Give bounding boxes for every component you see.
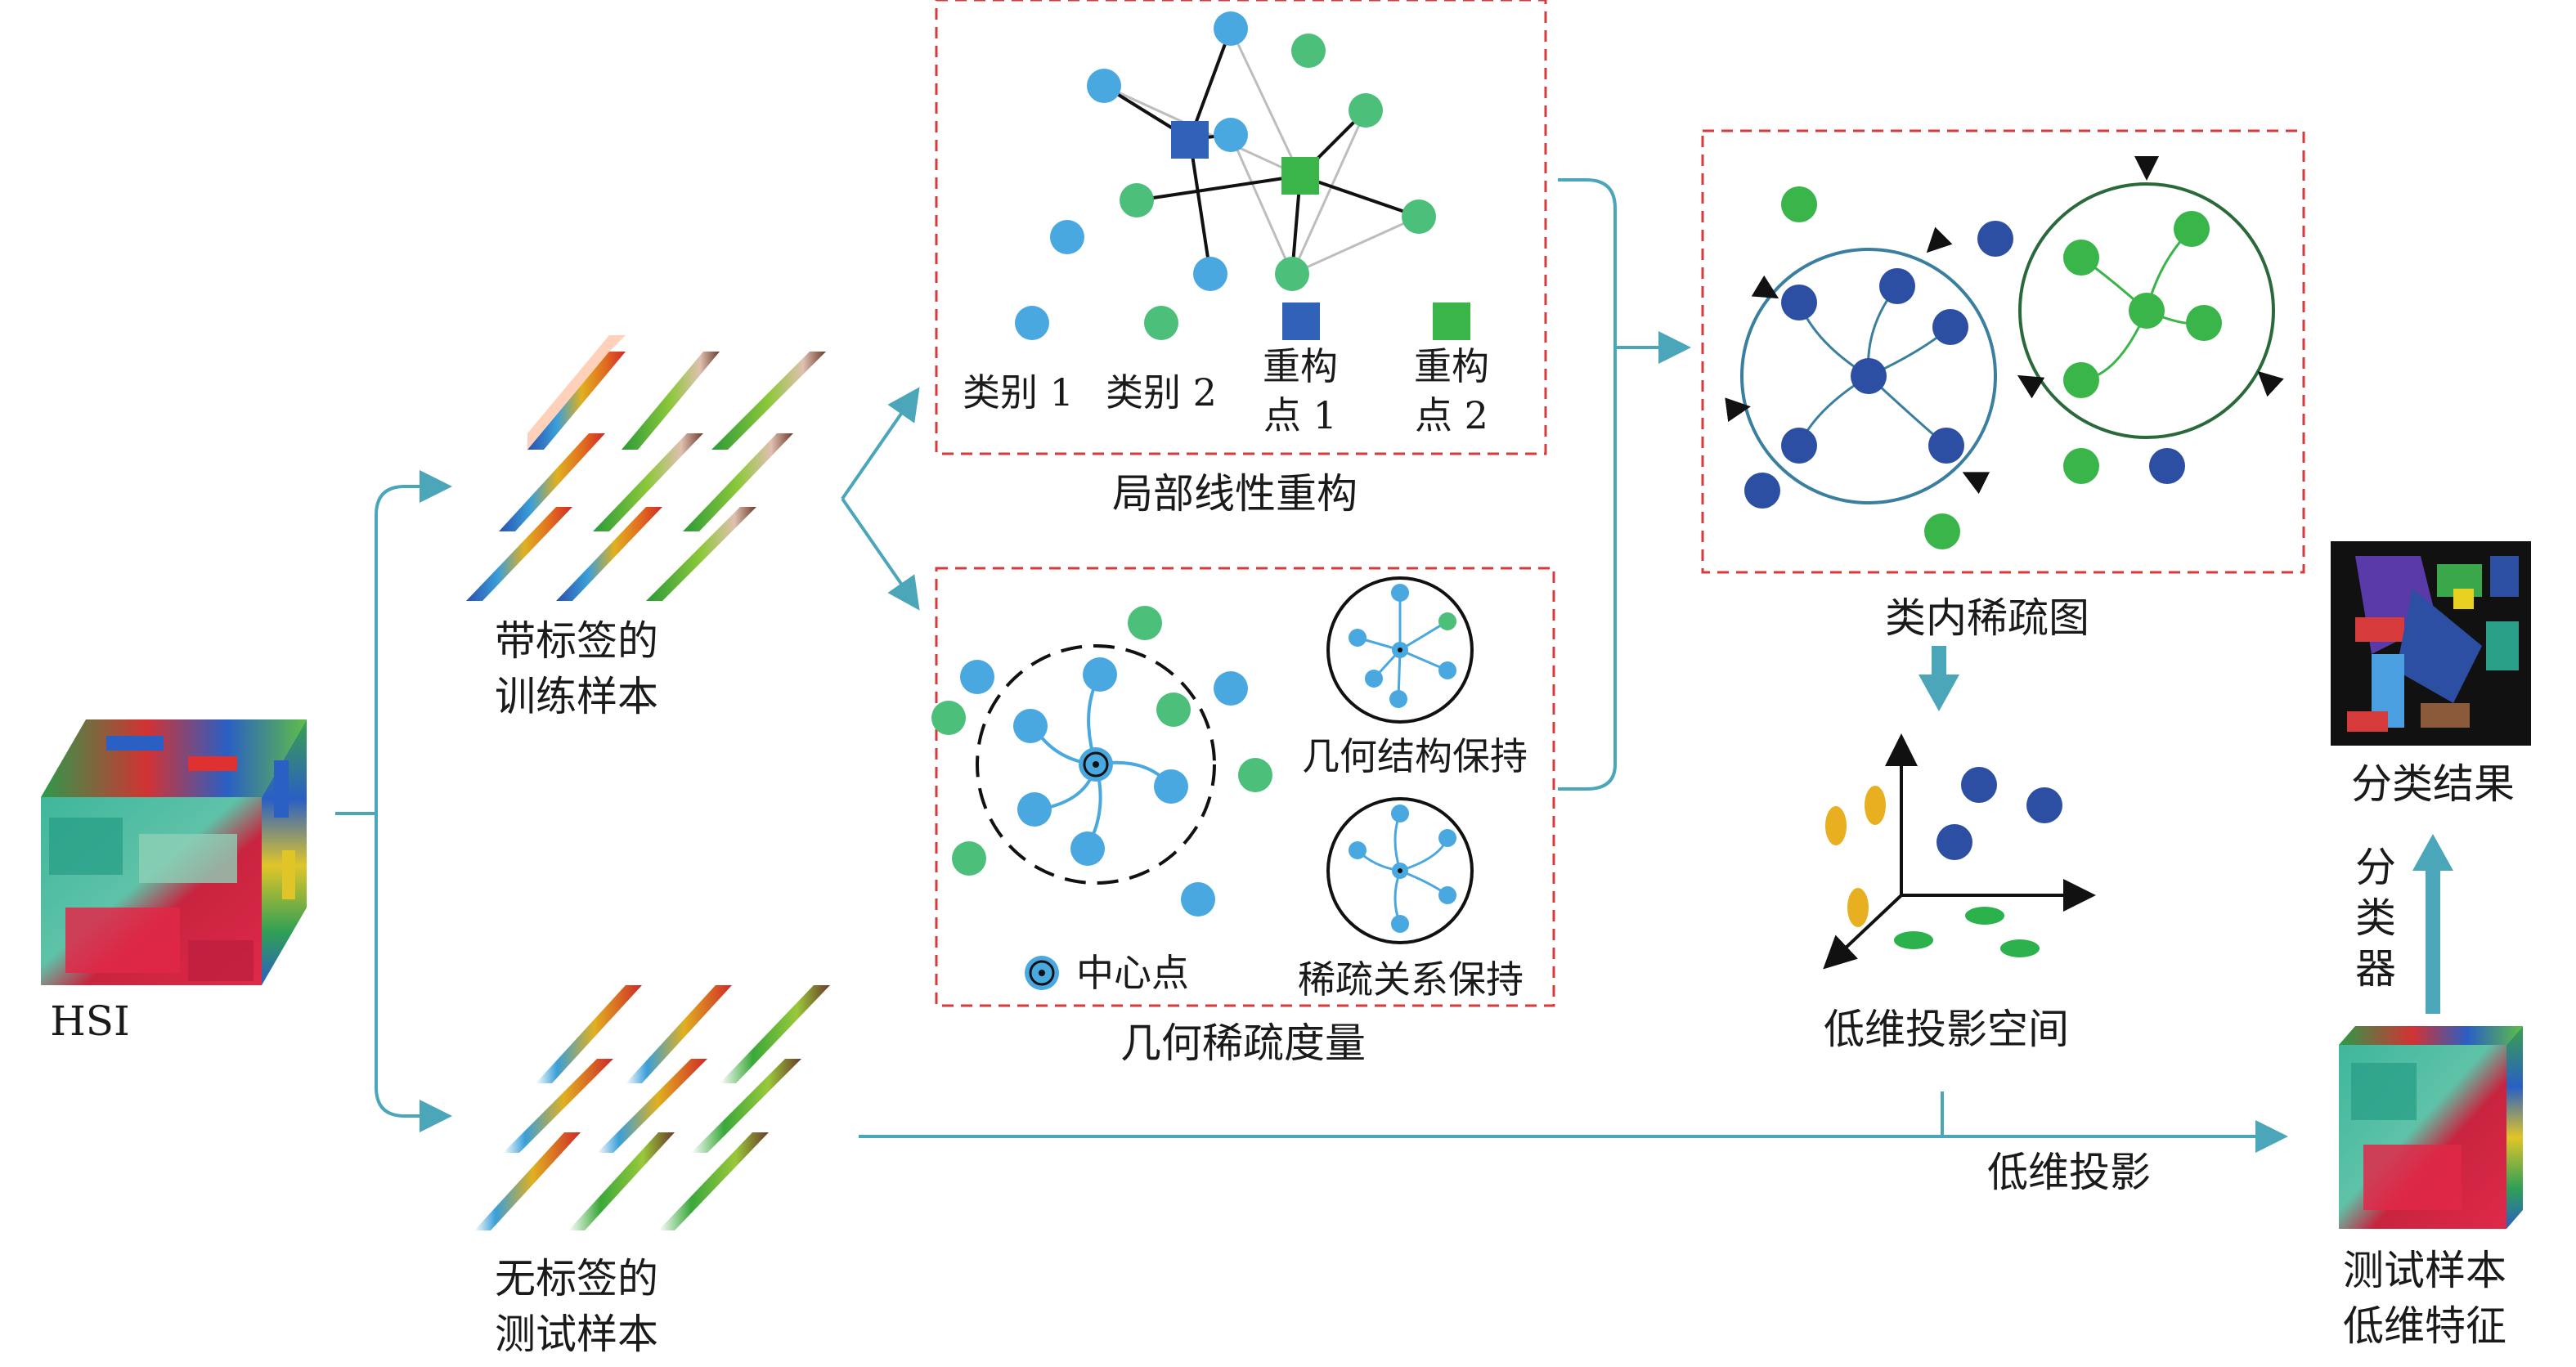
class-1-point xyxy=(1087,69,1121,103)
local-linear-reconstruction-box xyxy=(935,0,1547,455)
intra-class-sparse-graph-box xyxy=(1701,129,2305,574)
hsi-label: HSI xyxy=(50,997,130,1045)
intra-class-sparse-graph-label: 类内稀疏图 xyxy=(1885,594,2089,642)
class-1-point xyxy=(1050,220,1084,254)
class-2-point xyxy=(1402,199,1436,234)
hsi-split-connector xyxy=(335,470,452,1132)
low-dim-projection-label: 低维投影 xyxy=(1987,1149,2151,1196)
labeled-samples-label: 带标签的 训练样本 xyxy=(466,613,687,724)
geometry-preservation-label: 几何结构保持 xyxy=(1302,734,1528,778)
feature-cube-icon xyxy=(2339,1026,2523,1229)
classifier-line-2: 类 xyxy=(2355,894,2396,942)
spectral-vector-icon xyxy=(527,335,626,450)
spectral-vector-icon xyxy=(466,507,572,601)
spectral-vector-icon xyxy=(556,507,662,601)
class-2-point xyxy=(1275,257,1309,291)
center-point-icon xyxy=(1029,960,1055,986)
legend-recon-2-square xyxy=(1433,303,1470,340)
classification-map-icon xyxy=(2331,541,2531,746)
merge-connector xyxy=(1558,178,1691,791)
spectral-vector-icon xyxy=(683,433,793,531)
test-low-dim-features-line-1: 测试样本 xyxy=(2343,1247,2506,1294)
unlabeled-samples-label: 无标签的 测试样本 xyxy=(466,1251,687,1362)
test-low-dim-features-line-2: 低维特征 xyxy=(2343,1302,2506,1350)
geometric-sparsity-box xyxy=(931,567,1555,1007)
labeled-samples-line-2: 训练样本 xyxy=(495,673,658,720)
class-2-point xyxy=(1291,34,1326,68)
test-low-dim-features-label: 测试样本 低维特征 xyxy=(2314,1243,2535,1354)
labeled-sample-bars xyxy=(466,335,826,601)
class-1-point xyxy=(1015,306,1049,340)
spectral-vector-icon xyxy=(593,433,703,531)
recon-point-2-line-1: 重构 xyxy=(1414,344,1489,388)
recon-point-2-square xyxy=(1281,157,1319,195)
class-1-point xyxy=(1214,118,1248,152)
class-2-point xyxy=(1144,306,1178,340)
spectral-vector-icon xyxy=(646,507,756,601)
spectral-vector-icon xyxy=(499,433,605,531)
class-2-label: 类别 2 xyxy=(1106,370,1217,415)
low-dim-projection-space xyxy=(1823,733,2096,970)
legend-recon-1-square xyxy=(1282,303,1320,340)
unlabeled-samples-line-2: 测试样本 xyxy=(495,1311,658,1358)
local-linear-reconstruction-label: 局部线性重构 xyxy=(1112,470,1358,518)
graph-to-space-arrow xyxy=(1919,646,1959,711)
class-2-point xyxy=(1120,183,1154,217)
class-2-point xyxy=(1349,93,1383,128)
classifier-arrow xyxy=(2412,834,2453,1014)
geometric-sparsity-measure-label: 几何稀疏度量 xyxy=(1120,1020,1366,1067)
recon-point-2-line-2: 点 2 xyxy=(1415,393,1488,437)
sparse-relation-preservation-label: 稀疏关系保持 xyxy=(1298,957,1524,1002)
classification-result-label: 分类结果 xyxy=(2351,760,2515,808)
low-dim-projection-space-label: 低维投影空间 xyxy=(1824,1006,2069,1053)
recon-point-1-square xyxy=(1171,121,1209,159)
recon-point-1-line-2: 点 1 xyxy=(1263,393,1337,437)
labeled-samples-line-1: 带标签的 xyxy=(495,617,658,665)
unlabeled-sample-bars xyxy=(474,985,830,1230)
class-1-point xyxy=(1193,257,1227,291)
recon-point-1-label: 重构 点 1 xyxy=(1247,342,1353,440)
projection-connector xyxy=(859,1091,2288,1153)
classifier-line-3: 器 xyxy=(2355,945,2396,993)
recon-point-1-line-1: 重构 xyxy=(1263,344,1338,388)
recon-point-2-label: 重构 点 2 xyxy=(1398,342,1505,440)
spectral-vector-icon xyxy=(622,352,720,450)
spectral-vector-icon xyxy=(711,352,826,450)
sparse-relation-inset xyxy=(1326,797,1474,944)
unlabeled-samples-line-1: 无标签的 xyxy=(495,1255,658,1302)
geometry-preservation-inset xyxy=(1326,576,1474,724)
center-point-label: 中心点 xyxy=(1076,951,1189,995)
hsi-cube-icon xyxy=(41,719,307,985)
class-1-point xyxy=(1214,11,1248,46)
fork-connector xyxy=(841,387,920,611)
classifier-line-1: 分 xyxy=(2355,844,2396,891)
classifier-label: 分 类 器 xyxy=(2347,842,2404,994)
class-1-label: 类别 1 xyxy=(963,370,1074,415)
